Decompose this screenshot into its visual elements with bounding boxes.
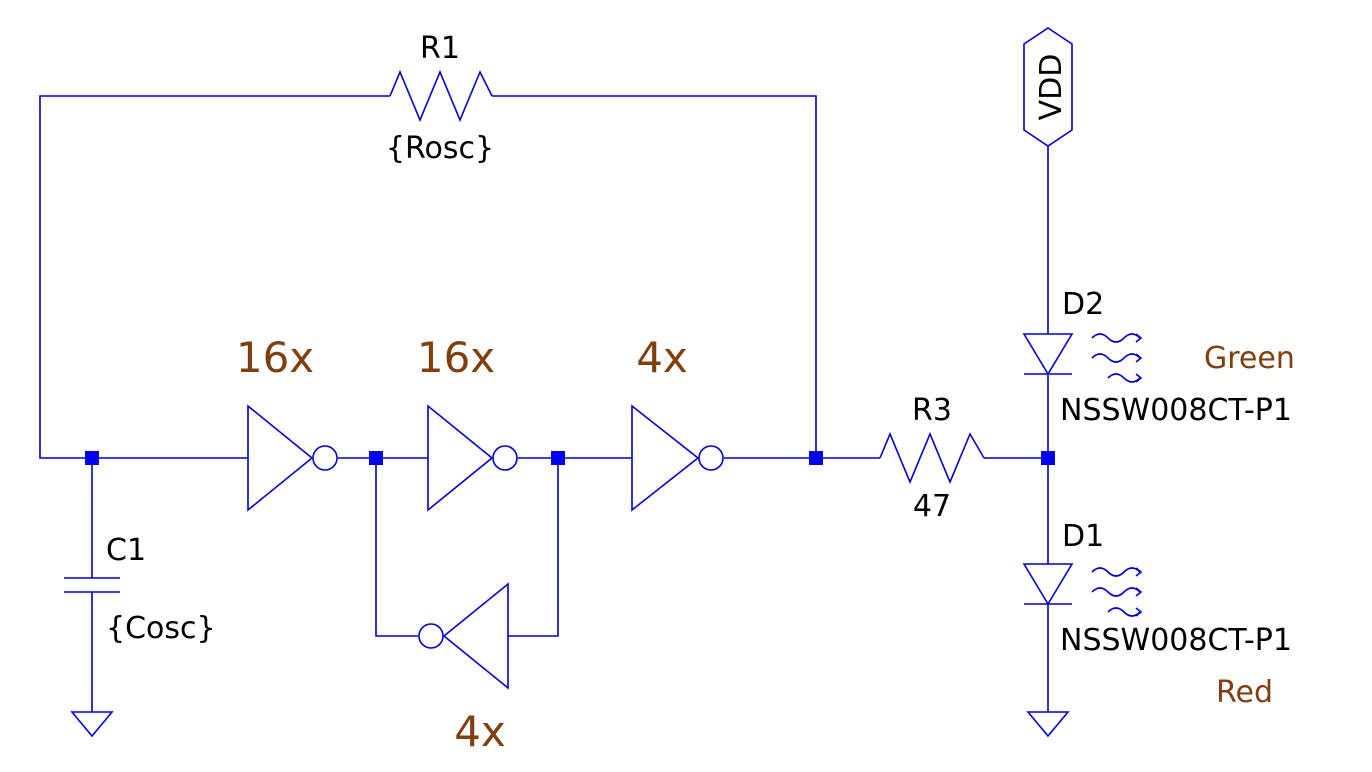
vdd-flag[interactable]: VDD bbox=[1023, 27, 1073, 147]
inverter-2[interactable]: 16x bbox=[417, 333, 518, 512]
capacitor-c1[interactable]: C1 {Cosc} bbox=[64, 533, 216, 646]
inverter-1-bubble bbox=[312, 445, 338, 471]
ground-icon bbox=[1026, 711, 1070, 738]
inverter-4[interactable]: 4x bbox=[418, 582, 509, 756]
junction-dot bbox=[1041, 451, 1055, 465]
led-d1-value: NSSW008CT-P1 bbox=[1060, 623, 1292, 658]
inverter-4-bubble bbox=[418, 623, 444, 649]
capacitor-c1-ref: C1 bbox=[106, 533, 146, 568]
inverter-4-body bbox=[442, 582, 509, 690]
wire-latch-right bbox=[508, 458, 559, 637]
capacitor-c1-value: {Cosc} bbox=[106, 611, 216, 646]
resistor-r3-symbol bbox=[879, 431, 985, 485]
wire-latch-left bbox=[375, 458, 418, 637]
wire-r1-right bbox=[492, 95, 817, 458]
led-d2-color-note: Green bbox=[1204, 341, 1295, 376]
resistor-r3[interactable]: R3 47 bbox=[879, 393, 985, 524]
inverter-2-body bbox=[427, 404, 494, 512]
junction-dot bbox=[85, 451, 99, 465]
inverter-3-bubble bbox=[698, 445, 724, 471]
inverter-4-label: 4x bbox=[454, 707, 506, 756]
wires bbox=[39, 95, 1049, 712]
vdd-flag-outline bbox=[1023, 27, 1073, 147]
inverter-1-body bbox=[247, 404, 314, 512]
inverter-3-label: 4x bbox=[636, 333, 688, 382]
led-d1-emission-icon bbox=[1107, 607, 1143, 617]
inverter-2-bubble bbox=[492, 445, 518, 471]
led-d1-color-note: Red bbox=[1216, 675, 1273, 710]
inverter-1[interactable]: 16x bbox=[236, 333, 338, 512]
led-d2-emission-icon bbox=[1091, 353, 1143, 363]
junction-dot bbox=[369, 451, 383, 465]
junction-dot bbox=[809, 451, 823, 465]
junctions bbox=[85, 451, 1055, 465]
wire-r1-left bbox=[39, 95, 390, 459]
resistor-r1[interactable]: R1 {Rosc} bbox=[386, 31, 494, 166]
ground-icon bbox=[70, 711, 114, 738]
led-d1[interactable]: D1 NSSW008CT-P1 Red bbox=[1022, 519, 1292, 710]
inverter-2-label: 16x bbox=[417, 333, 495, 382]
led-d2-emission-icon bbox=[1107, 373, 1143, 383]
junction-dot bbox=[551, 451, 565, 465]
inverter-1-label: 16x bbox=[236, 333, 314, 382]
led-d2-emission-icon bbox=[1091, 333, 1143, 343]
inverter-3-body bbox=[631, 404, 700, 512]
vdd-flag-label: VDD bbox=[1034, 54, 1069, 121]
resistor-r1-ref: R1 bbox=[420, 31, 460, 66]
led-d1-triangle bbox=[1022, 563, 1074, 606]
inverter-3[interactable]: 4x bbox=[631, 333, 724, 512]
resistor-r1-symbol bbox=[389, 69, 493, 123]
led-d1-emission-icon bbox=[1091, 567, 1143, 577]
led-d2-ref: D2 bbox=[1062, 287, 1104, 322]
led-d1-emission-icon bbox=[1091, 587, 1143, 597]
resistor-r1-value: {Rosc} bbox=[386, 131, 494, 166]
led-d2[interactable]: D2 NSSW008CT-P1 Green bbox=[1022, 287, 1295, 428]
resistor-r3-value: 47 bbox=[913, 489, 951, 524]
led-d1-ref: D1 bbox=[1062, 519, 1104, 554]
resistor-r3-ref: R3 bbox=[912, 393, 952, 428]
led-d2-value: NSSW008CT-P1 bbox=[1060, 393, 1292, 428]
led-d2-triangle bbox=[1022, 333, 1074, 376]
